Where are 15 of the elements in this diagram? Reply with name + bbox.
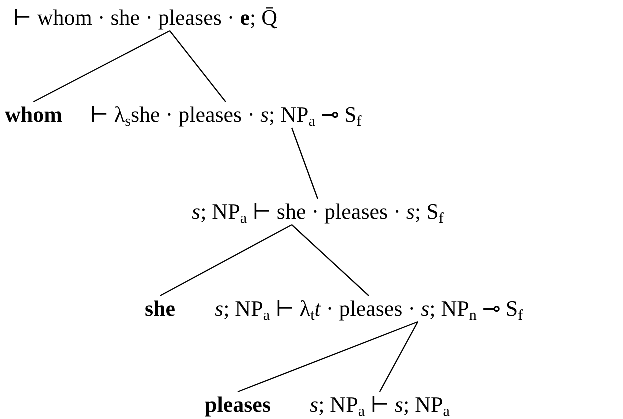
- tree-branch-line: [170, 30, 226, 102]
- tree-branch-line: [379, 322, 419, 392]
- tree-branch-line: [292, 224, 370, 296]
- sequent-formula: s; NP$_{a}$ ⊢ she · pleases · s; S$_{f}$: [192, 199, 444, 225]
- tree-branch-line: [160, 224, 292, 297]
- word-label: whom: [5, 102, 62, 128]
- word-label: pleases: [205, 392, 271, 418]
- sequent-formula: s; NP$_{a}$ ⊢ λ$_{t}$t · pleases · s; NP$_{n}$ ⊸ S$_{f}$: [215, 296, 524, 322]
- word-label: she: [145, 296, 176, 322]
- tree-branch-line: [238, 321, 418, 393]
- sequent-formula: ⊢ λ$_{s}$she · pleases · s; NP$_{a}$ ⊸ S$_{f}$: [90, 102, 362, 128]
- tree-branch-line: [33, 30, 170, 103]
- sequent-formula: ⊢ whom · she · pleases · e; Q̄: [13, 5, 278, 31]
- sequent-formula: s; NP$_{a}$ ⊢ s; NP$_{a}$: [310, 392, 450, 418]
- tree-branch-line: [291, 128, 318, 200]
